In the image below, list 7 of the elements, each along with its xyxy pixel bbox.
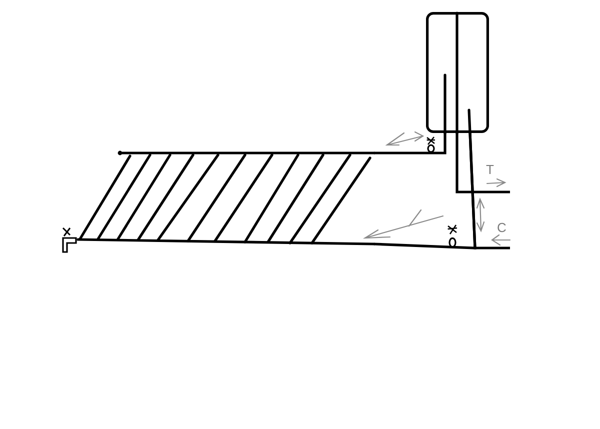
pipe-line	[374, 133, 446, 154]
flow-label: T	[486, 163, 494, 176]
solar-collector	[76, 150, 374, 246]
pipe-line	[468, 132, 510, 250]
pipe-line	[456, 133, 510, 194]
flow-label: C	[497, 221, 506, 234]
storage-tank	[426, 12, 489, 133]
